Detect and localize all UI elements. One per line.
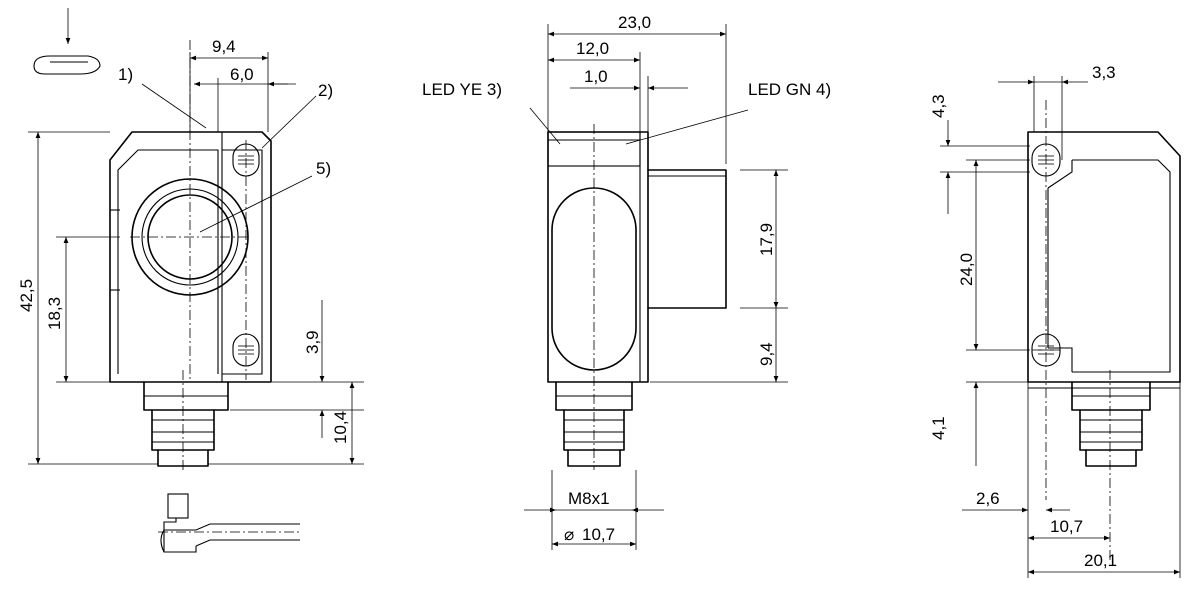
- led-ye-label: LED YE 3): [422, 80, 502, 99]
- dim-rear-4-3: 4,3: [929, 94, 948, 118]
- thread-label: M8x1: [568, 489, 610, 508]
- callout-2: 2): [318, 81, 333, 100]
- dim-front-9-4: 9,4: [212, 37, 236, 56]
- angled-cable-icon: [158, 493, 300, 553]
- mounting-direction-icon: [33, 8, 101, 75]
- connector: [143, 381, 229, 467]
- dim-front-10-4: 10,4: [331, 411, 350, 444]
- dim-front-42-5: 42,5: [17, 279, 36, 312]
- diameter-symbol: ⌀: [564, 525, 574, 544]
- dim-front-3-9: 3,9: [303, 330, 322, 354]
- led-gn-label: LED GN 4): [748, 80, 831, 99]
- dim-side-12-0: 12,0: [576, 39, 609, 58]
- dim-rear-10-7: 10,7: [1050, 517, 1083, 536]
- dim-side-9-4: 9,4: [757, 342, 776, 366]
- rear-housing: [1027, 131, 1181, 383]
- housing-outline: [109, 131, 272, 383]
- callout-1: 1): [118, 65, 133, 84]
- dim-side-23-0: 23,0: [618, 13, 651, 32]
- dim-side-1-0: 1,0: [584, 67, 608, 86]
- dim-rear-24-0: 24,0: [957, 253, 976, 286]
- rear-view: 3,3 4,3 24,0 4,1 2,6 10,7 20,1: [929, 63, 1181, 578]
- dim-side-17-9: 17,9: [757, 223, 776, 256]
- dim-rear-20-1: 20,1: [1084, 551, 1117, 570]
- dim-rear-3-3: 3,3: [1092, 63, 1116, 82]
- dim-side-10-7: 10,7: [582, 525, 615, 544]
- dim-rear-4-1: 4,1: [929, 416, 948, 440]
- side-bracket: [647, 169, 727, 309]
- rear-connector: [1071, 381, 1151, 467]
- dim-front-18-3: 18,3: [45, 297, 64, 330]
- callout-5: 5): [316, 159, 331, 178]
- front-view: 9,4 6,0 42,5 18,3 3,9 10,4 1) 2) 5): [17, 8, 364, 553]
- side-view: 23,0 12,0 1,0 17,9 9,4 M8x1 ⌀ 10,7 LED Y…: [422, 13, 831, 550]
- dim-rear-2-6: 2,6: [976, 489, 1000, 508]
- dim-front-6-0: 6,0: [230, 65, 254, 84]
